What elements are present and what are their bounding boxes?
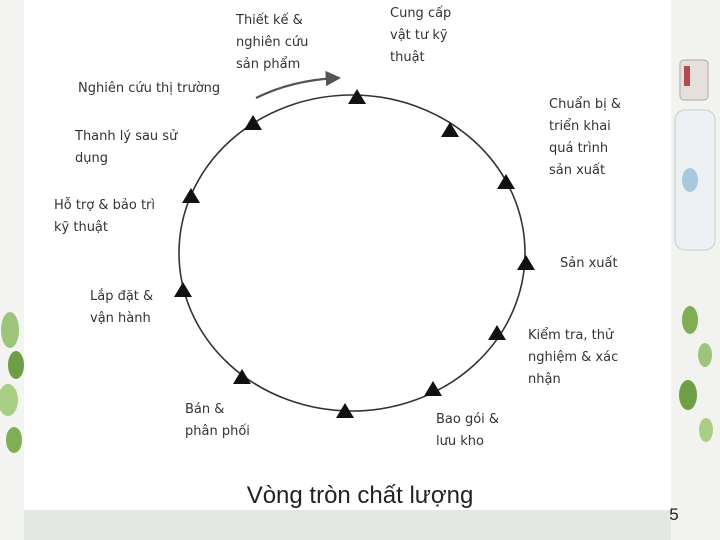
- label-post-use-disposal: Thanh lý sau sử dụng: [75, 129, 178, 166]
- label-design-research: Thiết kế & nghiên cứu sản phẩm: [236, 13, 309, 72]
- label-sales-distribution: Bán & phân phối: [185, 402, 250, 439]
- stage-marker-market-research: [244, 115, 262, 130]
- label-packaging-storage: Bao gói & lưu kho: [436, 412, 500, 449]
- label-technical-support: Hỗ trợ & bảo trì kỹ thuật: [54, 198, 156, 235]
- stage-marker-packaging-storage: [424, 381, 442, 396]
- page-number: 5: [669, 505, 679, 524]
- label-process-planning: Chuẩn bị & triển khai quá trình sản xuất: [549, 97, 622, 178]
- label-production: Sản xuất: [560, 256, 618, 271]
- stage-marker-sales-distribution: [336, 403, 354, 418]
- left-foliage-decoration: [0, 312, 24, 453]
- content-panel: [24, 0, 671, 510]
- stage-marker-design-research: [348, 89, 366, 104]
- stage-marker-inspection-testing: [488, 325, 506, 340]
- stage-marker-post-use-disposal: [182, 188, 200, 203]
- stage-marker-installation: [233, 369, 251, 384]
- right-jar-decoration: [674, 59, 716, 251]
- stage-marker-technical-support: [174, 282, 192, 297]
- quality-loop-circle: [178, 94, 526, 412]
- right-foliage-decoration: [679, 306, 713, 442]
- label-market-research: Nghiên cứu thị trường: [78, 81, 221, 96]
- slide-caption: Vòng tròn chất lượng: [246, 482, 474, 509]
- stage-marker-technical-supply: [441, 122, 459, 137]
- stage-marker-process-planning: [497, 174, 515, 189]
- label-technical-supply: Cung cấp vật tư kỹ thuật: [390, 6, 452, 65]
- label-installation: Lắp đặt & vận hành: [90, 289, 154, 326]
- direction-arrow: [255, 70, 342, 99]
- label-inspection-testing: Kiểm tra, thử nghiệm & xác nhận: [528, 328, 619, 387]
- stage-markers: [174, 89, 535, 418]
- stage-marker-production: [517, 255, 535, 270]
